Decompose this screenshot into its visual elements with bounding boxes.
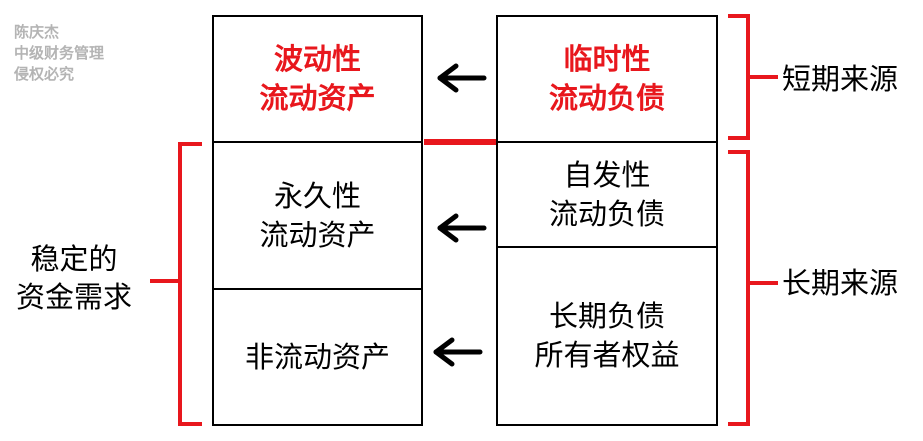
watermark-line-3: 侵权必究: [14, 65, 75, 83]
fluctuating-current-assets-box: 波动性 流动资产: [212, 15, 423, 143]
short-term-bracket: [728, 14, 778, 140]
long-term-liabilities-equity-box: 长期负债 所有者权益: [496, 246, 718, 426]
arrow-left-icon: [437, 213, 487, 243]
long-term-label-line2: 所有者权益: [534, 338, 680, 372]
arrow-left-icon: [433, 337, 483, 367]
spontaneous-label-line2: 流动负债: [548, 196, 665, 231]
permanent-label-line1: 永久性: [273, 178, 361, 213]
permanent-label-line2: 流动资产: [259, 217, 376, 252]
temporary-label-line2: 流动负债: [548, 81, 665, 115]
non-current-label: 非流动资产: [244, 339, 390, 374]
watermark-line-2: 中级财务管理: [14, 44, 105, 62]
fluctuating-label-line1: 波动性: [273, 42, 361, 76]
stable-need-label: 稳定的 资金需求: [4, 240, 144, 316]
stable-need-bracket: [150, 142, 202, 426]
long-term-label-line1: 长期负债: [548, 299, 665, 333]
temporary-label-line1: 临时性: [563, 42, 651, 76]
long-term-bracket: [728, 150, 778, 426]
watermark: 陈庆杰 中级财务管理 侵权必究: [14, 22, 104, 85]
stable-need-line2: 资金需求: [15, 280, 132, 314]
spontaneous-label-line1: 自发性: [563, 157, 651, 192]
stable-need-line1: 稳定的: [30, 242, 118, 276]
arrow-left-icon: [437, 63, 487, 93]
long-term-source-label: 长期来源: [782, 266, 899, 300]
watermark-line-1: 陈庆杰: [14, 23, 60, 41]
short-term-source-label: 短期来源: [782, 62, 899, 96]
non-current-assets-box: 非流动资产: [212, 288, 423, 426]
fluctuating-label-line2: 流动资产: [259, 81, 376, 115]
